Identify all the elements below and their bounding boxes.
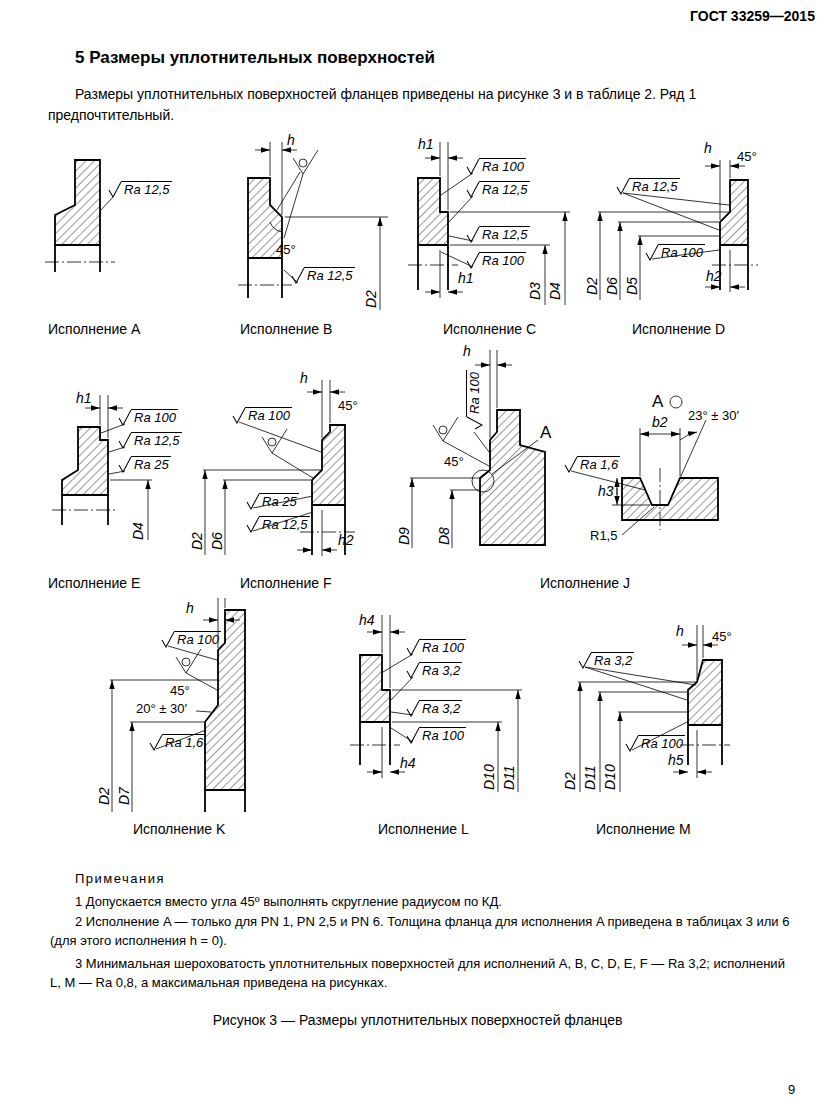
roughness-label: Ra 12,5 [108, 181, 172, 198]
dimension-label: h5 [668, 752, 684, 768]
dimension-label: h [704, 140, 712, 156]
angle-label: 23° ± 30′ [688, 409, 739, 424]
figure-a [45, 160, 115, 272]
dimension-label: D5 [624, 277, 640, 295]
figure-caption: Исполнение F [240, 575, 332, 591]
roughness-label: Ra 12,5 [466, 226, 530, 243]
dimension-label: D6 [209, 532, 225, 550]
roughness-label: Ra 100 [645, 244, 705, 261]
dimension-label: D6 [604, 277, 620, 295]
angle-label: 45° [737, 150, 757, 165]
roughness-label: Ra 25 [118, 456, 171, 473]
figure-caption: Исполнение B [240, 321, 332, 337]
dimension-label: D2 [584, 277, 600, 295]
dimension-label: h1 [76, 390, 92, 406]
angle-label: R1,5 [590, 529, 617, 544]
dimension-label: h1 [418, 136, 434, 152]
figure-caption: Исполнение A [48, 321, 140, 337]
angle-label: 45° [170, 684, 190, 699]
dimension-label: h2 [338, 532, 354, 548]
dimension-label: h4 [400, 755, 416, 771]
dimension-label: D2 [96, 787, 112, 805]
section-title: 5 Размеры уплотнительных поверхностей [75, 48, 435, 68]
figure-c [408, 142, 570, 305]
note-text: 2 Исполнение A — только для PN 1, PN 2,5… [50, 912, 795, 950]
figure-caption: Исполнение C [443, 321, 536, 337]
angle-label: 20° ± 30′ [136, 702, 187, 717]
dimension-label: h [676, 623, 684, 639]
figure-m [578, 625, 730, 792]
roughness-label: Ra 3,2 [578, 652, 634, 669]
notes-heading: Примечания [75, 872, 165, 887]
dimension-label: b2 [652, 414, 668, 430]
paragraph: Размеры уплотнительных поверхностей флан… [48, 84, 793, 126]
roughness-label: Ra 25 [246, 493, 299, 510]
dimension-label: D2 [363, 290, 379, 308]
roughness-label: Ra 1,6 [564, 456, 620, 473]
dimension-label: D2 [562, 772, 578, 790]
dimension-label: D8 [436, 527, 452, 545]
figure-f [203, 380, 355, 556]
roughness-label: Ra 100 [625, 735, 685, 752]
dimension-label: h [287, 132, 295, 148]
roughness-label: Ra 100 [406, 639, 466, 656]
note-text: 3 Минимальная шероховатость уплотнительн… [50, 954, 795, 992]
header-text: ГОСТ 33259—2015 [690, 8, 815, 24]
view-letter: A [540, 423, 551, 443]
page-number: 9 [788, 1083, 795, 1098]
figure-caption: Исполнение D [632, 321, 725, 337]
dimension-label: h3 [598, 483, 614, 499]
figure-j [410, 350, 718, 548]
angle-label: 45° [712, 630, 732, 645]
figure-caption: Исполнение L [378, 821, 469, 837]
dimension-label: D4 [547, 282, 563, 300]
dimension-label: D2 [189, 532, 205, 550]
figure-caption: Исполнение E [48, 575, 140, 591]
figure-caption: Исполнение M [596, 821, 691, 837]
roughness-label: Ra 1,6 [149, 734, 205, 751]
view-letter: A [652, 392, 663, 412]
roughness-label: Ra 3,2 [406, 662, 462, 679]
angle-label: 45° [276, 243, 296, 258]
roughness-label: Ra 12,5 [291, 267, 355, 284]
roughness-label: Ra 100 [466, 370, 483, 430]
dimension-label: D3 [527, 282, 543, 300]
dimension-label: h1 [458, 270, 474, 286]
roughness-label: Ra 100 [466, 158, 526, 175]
dimension-label: D7 [116, 787, 132, 805]
dimension-label: D11 [582, 765, 598, 790]
dimension-label: h [300, 370, 308, 386]
roughness-label: Ra 12,5 [616, 178, 680, 195]
dimension-label: h [463, 343, 471, 359]
roughness-label: Ra 100 [406, 727, 466, 744]
figure-d [598, 160, 758, 300]
figure-title: Рисунок 3 — Размеры уплотнительных повер… [0, 1012, 835, 1028]
roughness-label: Ra 3,2 [406, 700, 462, 717]
figure-caption: Исполнение J [540, 575, 630, 591]
dimension-label: h4 [359, 612, 375, 628]
dimension-label: D10 [602, 764, 618, 790]
dimension-label: h2 [706, 268, 722, 284]
roughness-label: Ra 100 [161, 631, 221, 648]
note-text: 1 Допускается вместо угла 45º выполнять … [50, 892, 795, 911]
dimension-label: D10 [481, 764, 497, 790]
figure-caption: Исполнение K [133, 821, 225, 837]
dimension-label: D11 [501, 765, 517, 790]
figure-k [110, 598, 245, 812]
roughness-label: Ra 12,5 [118, 432, 182, 449]
dimension-label: h [186, 600, 194, 616]
roughness-label: Ra 100 [232, 407, 292, 424]
angle-label: 45° [444, 455, 464, 470]
dimension-label: D4 [130, 522, 146, 540]
figure-b [238, 142, 388, 310]
dimension-label: D9 [396, 527, 412, 545]
figure-l [350, 615, 522, 792]
angle-label: 45° [338, 399, 358, 414]
roughness-label: Ra 100 [118, 409, 178, 426]
roughness-label: Ra 12,5 [246, 516, 310, 533]
roughness-label: Ra 100 [466, 252, 526, 269]
roughness-label: Ra 12,5 [466, 181, 530, 198]
